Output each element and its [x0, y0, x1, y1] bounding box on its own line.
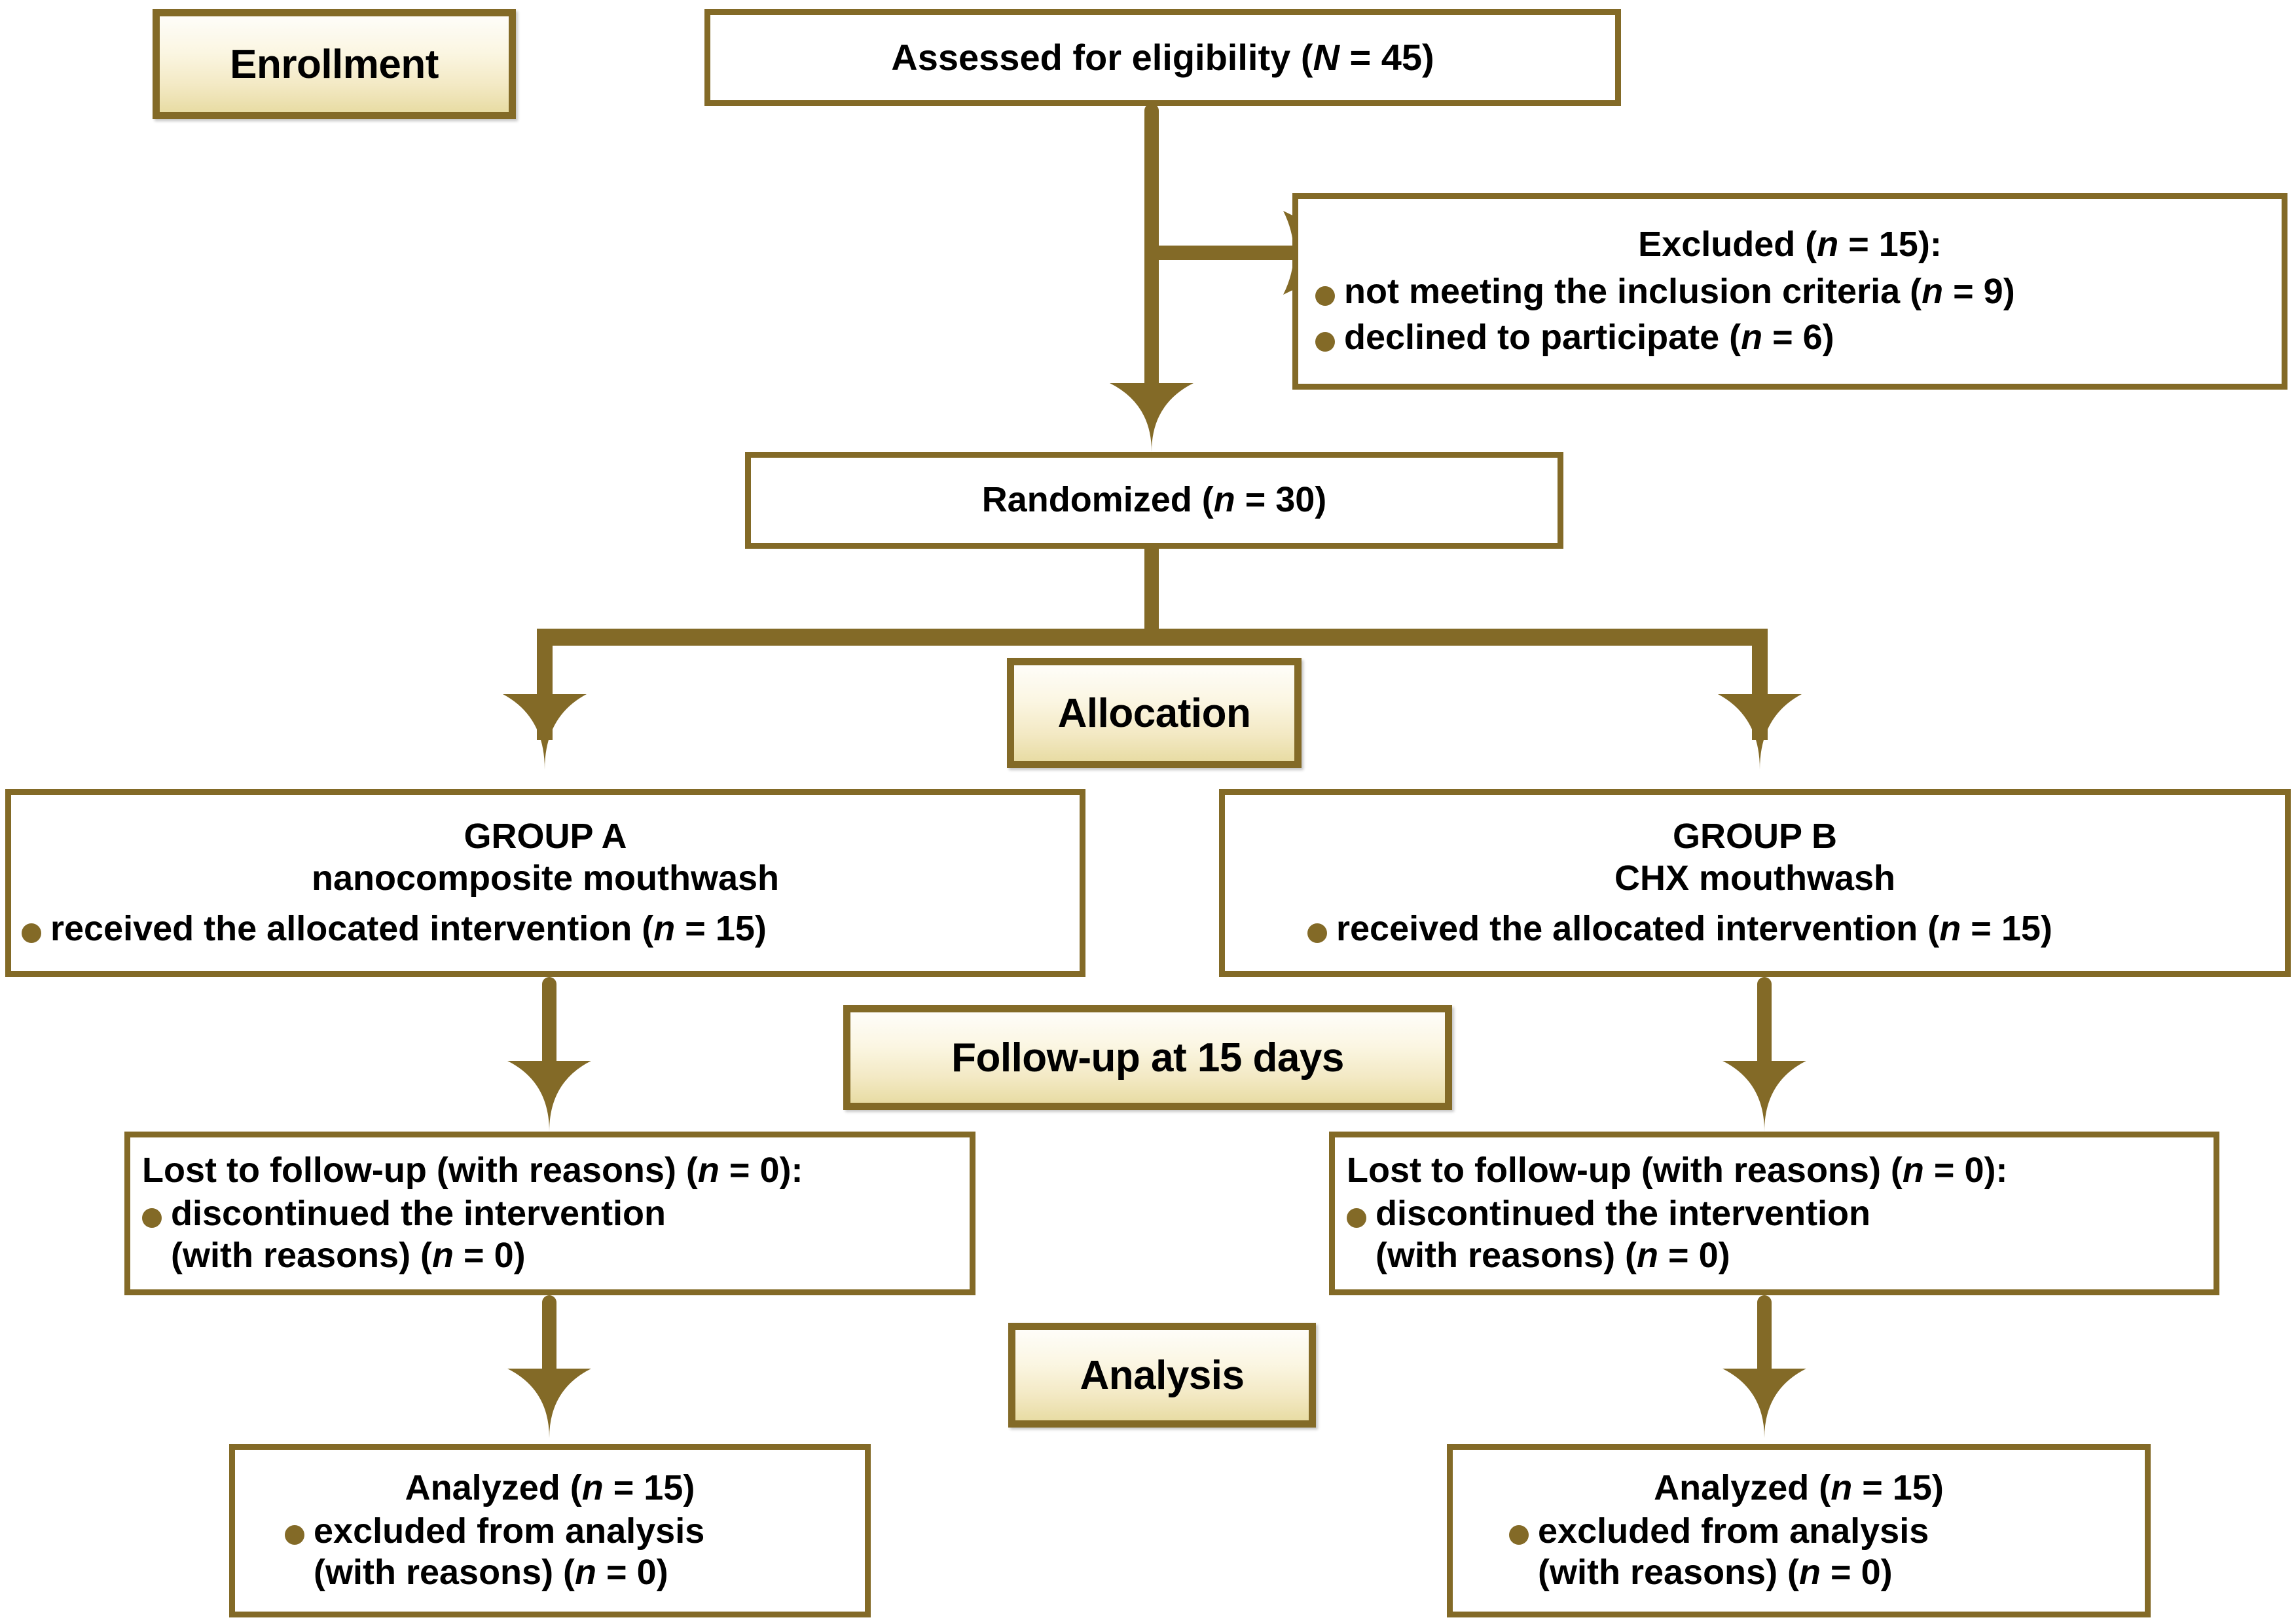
lost-b-bullet-0-subline: (with reasons) (n = 0) — [1376, 1235, 1730, 1275]
assessed-text: Assessed for eligibility (N = 45) — [891, 36, 1434, 78]
edge-group-a-to-lost-a-stem — [542, 977, 556, 1082]
group-a-line1: GROUP A — [464, 816, 627, 856]
excluded-bullet-1-n-symbol: n — [1741, 317, 1763, 357]
edge-group-a-arrowhead — [503, 694, 587, 769]
group-a-bullet-0: received the allocated intervention (n =… — [22, 908, 1069, 950]
node-analyzed-b: Analyzed (n = 15) excluded from analysis… — [1447, 1444, 2151, 1617]
analyzed-a-bullet-0-subline: (with reasons) (n = 0) — [314, 1553, 668, 1593]
analyzed-a-heading: Analyzed (n = 15) — [405, 1467, 695, 1507]
edge-lost-a-to-analyzed-a-arrowhead — [507, 1369, 591, 1438]
lost-a-bullet-0-text: discontinued the intervention(with reaso… — [171, 1193, 958, 1276]
node-assessed-for-eligibility: Assessed for eligibility (N = 45) — [704, 9, 1621, 106]
node-group-b: GROUP B CHX mouthwash received the alloc… — [1219, 789, 2291, 977]
edge-group-b-to-lost-b-arrowhead — [1722, 1061, 1806, 1132]
group-b-bullet-0-n-symbol: n — [1939, 909, 1961, 949]
lost-b-heading: Lost to follow-up (with reasons) (n = 0)… — [1347, 1151, 2008, 1190]
analyzed-b-heading: Analyzed (n = 15) — [1654, 1467, 1944, 1507]
assessed-n-symbol: N — [1313, 36, 1339, 78]
bullet-icon — [1307, 923, 1327, 944]
excluded-bullet-1-text: declined to participate (n = 6) — [1344, 317, 1834, 357]
edge-randomized-to-split-stem — [1144, 548, 1159, 633]
bullet-icon — [1509, 1525, 1529, 1545]
edge-lost-a-to-analyzed-a-stem — [542, 1295, 556, 1387]
analyzed-a-n-symbol: n — [581, 1467, 604, 1507]
edge-split-horizontal-bar — [537, 629, 1768, 646]
analyzed-a-bullet-0: excluded from analysis(with reasons) (n … — [246, 1511, 854, 1594]
lost-b-bullet-0: discontinued the intervention(with reaso… — [1347, 1193, 2202, 1276]
group-b-line2: CHX mouthwash — [1614, 858, 1896, 898]
excluded-bullet-0-n-symbol: n — [1922, 272, 1944, 312]
lost-a-bullet-0-subline: (with reasons) (n = 0) — [171, 1235, 526, 1275]
bullet-icon — [285, 1525, 304, 1545]
analyzed-b-bullet-0-text: excluded from analysis(with reasons) (n … — [1538, 1511, 2134, 1594]
lost-a-heading: Lost to follow-up (with reasons) (n = 0)… — [142, 1151, 803, 1190]
edge-lost-b-to-analyzed-b-stem — [1757, 1295, 1772, 1387]
analyzed-a-bullet-0-text: excluded from analysis(with reasons) (n … — [314, 1511, 854, 1594]
stage-label-analysis-text: Analysis — [1080, 1352, 1245, 1398]
node-analyzed-a: Analyzed (n = 15) excluded from analysis… — [229, 1444, 871, 1617]
excluded-bullet-1: declined to participate (n = 6) — [1315, 317, 2265, 359]
lost-b-bullet-0-sub-n-symbol: n — [1637, 1235, 1659, 1275]
excluded-heading: Excluded (n = 15): — [1638, 225, 1942, 265]
edge-group-b-arrowhead — [1718, 694, 1802, 769]
lost-b-bullet-0-text: discontinued the intervention(with reaso… — [1376, 1193, 2202, 1276]
analyzed-a-bullet-0-sub-n-symbol: n — [575, 1553, 597, 1593]
randomized-text: Randomized (n = 30) — [981, 480, 1327, 520]
lost-b-n-symbol: n — [1902, 1151, 1924, 1190]
node-group-a: GROUP A nanocomposite mouthwash received… — [5, 789, 1085, 977]
edge-assessed-to-randomized-trunk — [1144, 103, 1159, 398]
node-lost-to-followup-b: Lost to follow-up (with reasons) (n = 0)… — [1329, 1132, 2219, 1295]
group-b-bullet-0-text: received the allocated intervention (n =… — [1336, 909, 2052, 949]
stage-label-allocation-text: Allocation — [1057, 690, 1251, 736]
stage-label-allocation: Allocation — [1007, 658, 1302, 768]
lost-a-bullet-0: discontinued the intervention(with reaso… — [142, 1193, 958, 1276]
edge-group-a-to-lost-a-arrowhead — [507, 1061, 591, 1132]
group-a-bullet-0-text: received the allocated intervention (n =… — [50, 909, 767, 949]
analyzed-b-n-symbol: n — [1831, 1467, 1853, 1507]
bullet-icon — [1347, 1208, 1366, 1228]
analyzed-b-bullet-0-subline: (with reasons) (n = 0) — [1538, 1553, 1893, 1593]
stage-label-enrollment: Enrollment — [153, 9, 516, 119]
bullet-icon — [22, 923, 41, 944]
group-a-line2: nanocomposite mouthwash — [311, 858, 780, 898]
excluded-n-symbol: n — [1817, 225, 1839, 265]
excluded-bullet-0-text: not meeting the inclusion criteria (n = … — [1344, 272, 2015, 312]
stage-label-followup: Follow-up at 15 days — [843, 1005, 1452, 1110]
node-lost-to-followup-a: Lost to follow-up (with reasons) (n = 0)… — [124, 1132, 975, 1295]
lost-a-bullet-0-sub-n-symbol: n — [432, 1235, 454, 1275]
group-b-bullet-0: received the allocated intervention (n =… — [1235, 908, 2274, 950]
bullet-icon — [142, 1208, 162, 1228]
node-randomized: Randomized (n = 30) — [745, 452, 1563, 549]
edge-split-left-drop — [537, 629, 553, 740]
edge-assessed-to-randomized-arrowhead — [1110, 383, 1194, 452]
edge-assessed-to-excluded-line — [1152, 246, 1292, 260]
edge-lost-b-to-analyzed-b-arrowhead — [1722, 1369, 1806, 1438]
group-a-bullet-0-n-symbol: n — [653, 909, 676, 949]
bullet-icon — [1315, 286, 1335, 306]
stage-label-followup-text: Follow-up at 15 days — [951, 1035, 1344, 1080]
lost-a-n-symbol: n — [697, 1151, 720, 1190]
analyzed-b-bullet-0: excluded from analysis(with reasons) (n … — [1463, 1511, 2134, 1594]
analyzed-b-bullet-0-sub-n-symbol: n — [1799, 1553, 1821, 1593]
excluded-bullet-0: not meeting the inclusion criteria (n = … — [1315, 271, 2265, 313]
node-excluded: Excluded (n = 15): not meeting the inclu… — [1292, 193, 2287, 390]
edge-group-b-to-lost-b-stem — [1757, 977, 1772, 1082]
edge-split-right-drop — [1752, 629, 1768, 740]
stage-label-enrollment-text: Enrollment — [230, 41, 439, 87]
randomized-n-symbol: n — [1213, 480, 1235, 520]
bullet-icon — [1315, 331, 1335, 352]
group-b-line1: GROUP B — [1672, 816, 1838, 856]
stage-label-analysis: Analysis — [1008, 1323, 1316, 1428]
